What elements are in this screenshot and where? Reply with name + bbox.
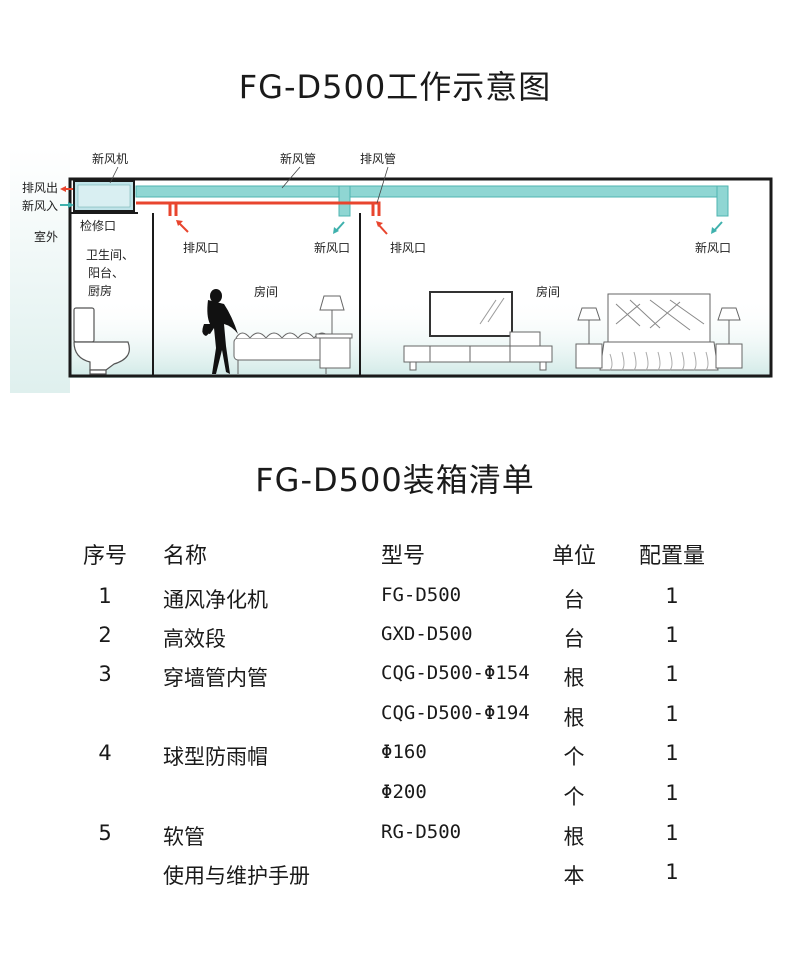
- label-exhaust-duct: 排风管: [360, 151, 396, 166]
- label-fresh-port-2: 新风口: [695, 240, 731, 255]
- tv-cabinet-icon: [403, 331, 553, 371]
- row-unit: 个: [563, 745, 585, 769]
- row-no: 3: [98, 662, 112, 686]
- row-name: 通风净化机: [163, 588, 268, 612]
- table-row: 2 高效段 GXD-D500 台 1: [0, 623, 790, 663]
- row-qty: 1: [665, 781, 679, 805]
- row-model: Φ200: [381, 781, 427, 803]
- exhaust-out-arrow: [60, 186, 73, 192]
- row-unit: 本: [563, 864, 585, 888]
- row-qty: 1: [665, 702, 679, 726]
- row-name: 球型防雨帽: [163, 745, 268, 769]
- bedside-lamp-left-icon: [575, 307, 603, 369]
- row-no: 5: [98, 821, 112, 845]
- diagram-title: FG-D500工作示意图: [238, 68, 552, 106]
- outdoor-area: [10, 148, 70, 393]
- fresh-air-duct: [135, 185, 729, 217]
- header-unit: 单位: [551, 544, 596, 569]
- row-unit: 根: [563, 825, 585, 849]
- row-model: Φ160: [381, 741, 427, 763]
- row-qty: 1: [665, 860, 679, 884]
- row-no: 4: [98, 741, 112, 765]
- label-bathroom-3: 厨房: [88, 283, 112, 298]
- label-access: 检修口: [80, 218, 116, 233]
- label-room-1: 房间: [254, 284, 278, 299]
- table-header: 序号 名称 型号 单位 配置量: [0, 538, 790, 578]
- unit-leader: [109, 166, 119, 184]
- label-fresh-port-1: 新风口: [314, 240, 350, 255]
- bed-icon: [599, 293, 719, 371]
- row-no: 2: [98, 623, 112, 647]
- label-bathroom-1: 卫生间、: [86, 248, 134, 262]
- label-fresh-duct: 新风管: [280, 151, 316, 166]
- lamp-icon: [315, 295, 353, 369]
- label-exhaust-out: 排风出: [22, 181, 58, 195]
- fresh-duct-leader: [281, 166, 301, 189]
- row-name: 软管: [163, 825, 205, 849]
- row-unit: 台: [563, 627, 585, 651]
- exhaust-air-duct: [136, 201, 381, 216]
- table-row: 5 软管 RG-D500 根 1: [0, 821, 790, 861]
- bedside-lamp-right-icon: [715, 307, 743, 369]
- table-row: Φ200 个 1: [0, 781, 790, 821]
- exhaust-duct-leader: [376, 166, 389, 204]
- row-no: 1: [98, 584, 112, 608]
- row-name: 穿墙管内管: [163, 666, 268, 690]
- ventilation-diagram: 新风机 新风管 排风管 排风出 新风入 检修口 室外 卫生间、 阳台、 厨房 房…: [10, 148, 773, 393]
- table-row: 4 球型防雨帽 Φ160 个 1: [0, 741, 790, 781]
- row-model: GXD-D500: [381, 623, 473, 645]
- row-qty: 1: [665, 662, 679, 686]
- row-qty: 1: [665, 821, 679, 845]
- row-qty: 1: [665, 623, 679, 647]
- row-model: CQG-D500-Φ194: [381, 702, 530, 724]
- row-model: CQG-D500-Φ154: [381, 662, 530, 684]
- exhaust-port-arrow-1: [176, 220, 189, 233]
- label-room-2: 房间: [536, 284, 560, 299]
- row-unit: 根: [563, 706, 585, 730]
- label-exhaust-port-1: 排风口: [183, 241, 219, 255]
- label-outdoor: 室外: [34, 229, 58, 244]
- table-row: 3 穿墙管内管 CQG-D500-Φ154 根 1: [0, 662, 790, 702]
- fresh-in-arrow: [60, 202, 74, 208]
- table-row: 1 通风净化机 FG-D500 台 1: [0, 584, 790, 624]
- row-qty: 1: [665, 584, 679, 608]
- packing-list-title: FG-D500装箱清单: [255, 461, 535, 499]
- row-model: FG-D500: [381, 584, 462, 606]
- sofa-icon: [233, 332, 331, 374]
- label-bathroom-2: 阳台、: [88, 265, 124, 280]
- toilet-icon: [73, 307, 130, 375]
- table-row: CQG-D500-Φ194 根 1: [0, 702, 790, 742]
- row-name: 高效段: [163, 627, 226, 651]
- header-no: 序号: [82, 544, 127, 569]
- label-unit: 新风机: [92, 151, 128, 166]
- row-name: 使用与维护手册: [163, 864, 310, 888]
- header-model: 型号: [381, 544, 426, 569]
- fresh-air-unit: [73, 180, 135, 212]
- label-exhaust-port-2: 排风口: [390, 241, 426, 255]
- fresh-port-arrow-1: [333, 221, 345, 234]
- fresh-port-arrow-2: [711, 221, 723, 234]
- label-fresh-in: 新风入: [22, 198, 58, 213]
- tv-icon: [429, 291, 513, 337]
- row-unit: 台: [563, 588, 585, 612]
- row-unit: 根: [563, 666, 585, 690]
- exhaust-port-arrow-2: [376, 221, 388, 235]
- row-unit: 个: [563, 785, 585, 809]
- row-model: RG-D500: [381, 821, 462, 843]
- person-silhouette: [202, 289, 238, 374]
- table-row: 使用与维护手册 本 1: [0, 860, 790, 900]
- row-qty: 1: [665, 741, 679, 765]
- header-qty: 配置量: [638, 544, 705, 569]
- header-name: 名称: [163, 544, 208, 569]
